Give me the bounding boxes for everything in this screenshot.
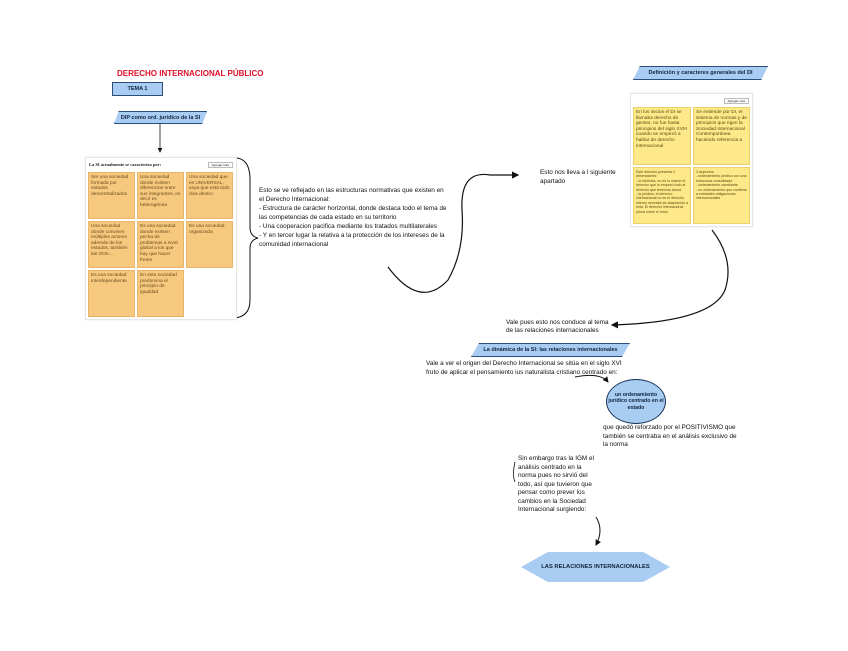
add-note-button[interactable]: Agregar nota: [207, 162, 233, 168]
page-title: DERECHO INTERNACIONAL PÚBLICO: [117, 69, 264, 78]
arrow-to-next-section: [387, 171, 520, 293]
sticky-note: Ser una sociedad formada por estados des…: [88, 172, 135, 219]
brace-board1: [231, 157, 259, 319]
leads-to-text: Esto nos lleva a l siguiente apartado: [540, 169, 616, 185]
characteristics-board: La SI actualmente se caracteriza por: Ag…: [85, 157, 237, 320]
origin-text: Vale a ver el origen del Derecho Interna…: [426, 360, 622, 376]
sticky-note: Se entiende por DI, el sistema de normas…: [693, 107, 750, 165]
bracket-igm: [513, 461, 516, 483]
sticky-note: Una sociedad donde conviven múltiples ac…: [88, 221, 135, 268]
sticky-note: Es una sociedad organizada: [186, 221, 233, 268]
sticky-note: Una sociedad donde existen diferencias e…: [137, 172, 184, 219]
dip-box: DIP como ord. jurídico de la SI: [114, 111, 207, 124]
tema-box: TEMA 1: [112, 82, 163, 96]
sticky-note: 3 aspectos: - ordenamiento jurídico con …: [693, 167, 750, 224]
positivismo-text: que quedó reforzado por el POSITIVISMO q…: [603, 424, 737, 448]
board-title: La SI actualmente se caracteriza por:: [89, 162, 162, 167]
dynamics-box: La dinámica de la SI: las relaciones int…: [471, 343, 630, 357]
sticky-note: Este derecho presenta 2 dimensiones: - l…: [633, 167, 691, 224]
relaciones-internacionales-box: LAS RELACIONES INTERNACIONALES: [521, 552, 670, 582]
definition-box: Definición y caracteres generales del DI: [633, 66, 768, 80]
sticky-note: Es una sociedad donde existen pecha de p…: [137, 221, 184, 268]
normative-structures-text: Esto se ve reflejado en las estructuras …: [259, 187, 447, 248]
ordenamiento-oval: un ordenamiento jurídico centrado en el …: [606, 379, 666, 424]
vale-text: Vale pues esto nos conduce al tema de la…: [506, 319, 609, 334]
sticky-note: En esta sociedad predomina el principio …: [137, 270, 184, 317]
sticky-note: Es una sociedad interdependiente: [88, 270, 135, 317]
arrow-to-final: [595, 516, 601, 546]
add-note-button[interactable]: Agregar nota: [723, 98, 749, 104]
arrow-to-oval: [574, 374, 609, 383]
sticky-note: En los inicios el DI se llamaba derecho …: [633, 107, 691, 165]
igm-text: Sin embargo tras la IGM el análisis cent…: [518, 455, 595, 513]
sticky-note: Una sociedad que es UNIVERSAL, vaya que …: [186, 172, 233, 219]
arrow-board2-to-vale: [610, 229, 729, 329]
definition-board: Agregar nota En los inicios el DI se lla…: [630, 93, 753, 227]
